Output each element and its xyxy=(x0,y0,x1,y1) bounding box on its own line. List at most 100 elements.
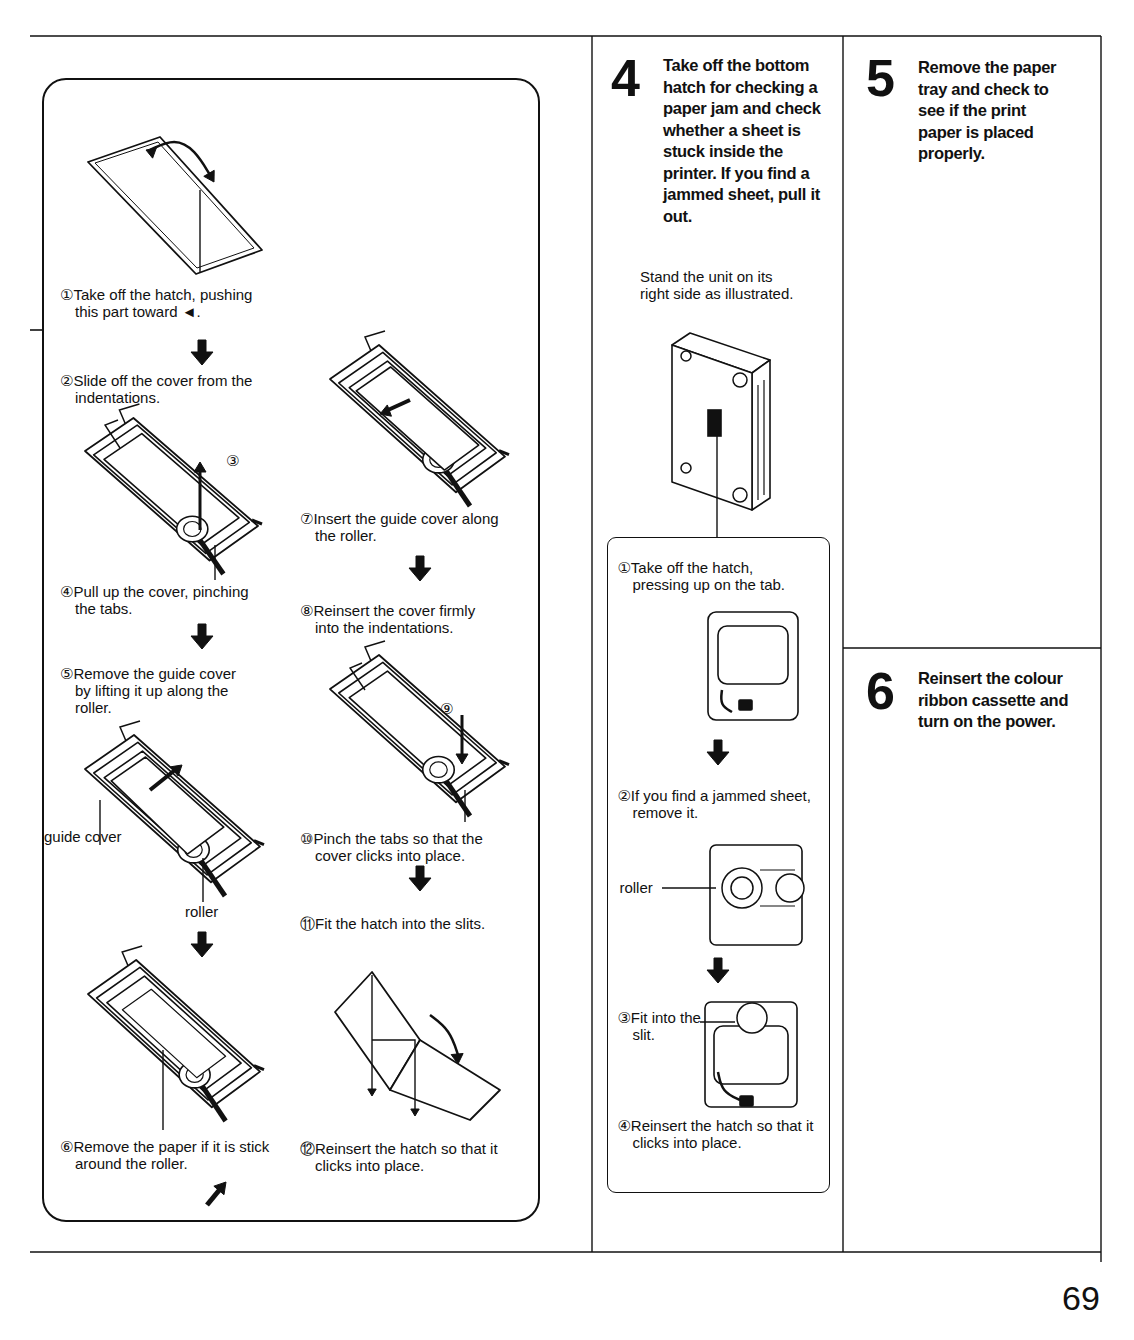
leader-line xyxy=(199,190,200,272)
tray-rim xyxy=(97,967,252,1100)
frame-line xyxy=(843,647,1101,648)
part-label: roller xyxy=(619,879,652,896)
printer-foot xyxy=(733,373,747,387)
roller-part xyxy=(760,905,795,906)
paper-tray xyxy=(330,655,505,802)
arrow-head xyxy=(368,1089,376,1096)
callout-number: ③ xyxy=(226,452,239,469)
indentation-leader xyxy=(350,663,365,690)
tray-tab xyxy=(365,331,385,351)
step-instruction: ③Fit into the slit. xyxy=(617,1009,716,1043)
step-instruction: ⑧Reinsert the cover firmly into the inde… xyxy=(300,602,495,636)
instruction-panel: ①Take off the hatch, pushing this part t… xyxy=(42,78,540,1222)
arrow-head xyxy=(214,1182,226,1195)
step-arrow xyxy=(191,340,213,365)
step-arrow xyxy=(409,556,431,581)
bottom-hatch xyxy=(705,1002,797,1107)
step-cell: 6 Reinsert the colour ribbon cassette and… xyxy=(843,648,1101,1253)
leader-line xyxy=(202,858,203,902)
hatch-location xyxy=(708,410,721,436)
leader-line xyxy=(214,545,215,580)
roller xyxy=(423,757,455,783)
step-arrow xyxy=(191,932,213,957)
tray-rim xyxy=(94,742,252,875)
step-cell: 5Remove the paper tray and check to see … xyxy=(843,35,1101,648)
cassette-slot xyxy=(757,385,758,500)
leader-line xyxy=(162,1050,163,1130)
tray-tab xyxy=(254,1066,264,1070)
leader-line xyxy=(464,790,465,822)
frame-line xyxy=(1100,36,1101,1262)
step-heading: Reinsert the colour ribbon cassette and … xyxy=(918,668,1086,733)
gear xyxy=(776,874,804,902)
bottom-hatch xyxy=(708,612,798,720)
hatch-frame xyxy=(390,1040,500,1120)
step-cell: 4 Take off the bottom hatch for checking … xyxy=(592,35,843,1253)
tray-tab xyxy=(120,721,140,741)
lift-arrow xyxy=(150,770,175,790)
step-instruction: ⑪Fit the hatch into the slits. xyxy=(300,915,520,932)
leader-line xyxy=(700,1021,735,1022)
hatch-window xyxy=(718,626,788,684)
motion-arrow xyxy=(721,690,732,712)
roller xyxy=(722,868,762,908)
step-number: 5 xyxy=(866,52,895,104)
sub-panel: ①Take off the hatch, pressing up on the … xyxy=(607,537,830,1193)
printer-foot xyxy=(681,463,691,473)
leader-line xyxy=(371,975,372,1090)
tray-rim xyxy=(339,352,497,485)
arrow-head xyxy=(451,1054,463,1064)
part-label: roller xyxy=(185,903,218,920)
cassette-slot xyxy=(763,380,764,495)
paper-tray xyxy=(88,960,260,1107)
frame-line xyxy=(842,36,843,1252)
tray-tab xyxy=(122,946,142,966)
roller-hub xyxy=(731,877,753,899)
step-instruction: ①Take off the hatch, pressing up on the … xyxy=(617,559,804,593)
tray-floor xyxy=(104,751,241,866)
tray-floor xyxy=(349,671,486,786)
note-text: Stand the unit on its right side as illu… xyxy=(640,268,800,302)
tray-floor xyxy=(349,361,486,476)
printer-front xyxy=(752,360,770,510)
step-instruction: ④Pull up the cover, pinching the tabs. xyxy=(60,583,255,617)
lift-arrow xyxy=(199,470,202,530)
step-heading: Take off the bottom hatch for checking a… xyxy=(663,55,835,227)
motion-arrow xyxy=(150,142,210,175)
tray-tab xyxy=(499,451,509,455)
hatch-tab xyxy=(739,700,752,710)
step-instruction: ⑦Insert the guide cover along the roller… xyxy=(300,510,515,544)
frame-line xyxy=(591,36,592,1252)
motion-arrow xyxy=(718,1072,740,1100)
printer-side xyxy=(672,345,752,510)
leader-line xyxy=(662,887,716,888)
printer-foot xyxy=(681,351,691,361)
step-arrow xyxy=(191,624,213,649)
roller-hub xyxy=(184,522,201,537)
hatch-edge xyxy=(95,142,254,268)
page-number: 69 xyxy=(1062,1280,1100,1316)
hatch-window xyxy=(714,1026,788,1084)
step-number: 6 xyxy=(866,665,895,717)
roller-part xyxy=(760,869,795,870)
callout-number: ⑨ xyxy=(440,700,453,717)
guide-cover xyxy=(356,367,479,470)
printer-foot xyxy=(733,488,747,502)
hatch xyxy=(88,137,262,274)
motion-arrow xyxy=(430,1015,458,1055)
step-number: 4 xyxy=(611,52,640,104)
leader-line xyxy=(372,1040,415,1110)
step-arrow xyxy=(707,740,729,765)
tray-rim xyxy=(339,662,497,795)
frame-line xyxy=(30,1251,1101,1253)
indentation-leader xyxy=(105,420,120,448)
push-arrow xyxy=(461,715,464,755)
step-instruction: ⑩Pinch the tabs so that the cover clicks… xyxy=(300,830,523,864)
tray-floor xyxy=(104,434,239,545)
part-label: guide cover xyxy=(44,828,122,845)
insert-arrow xyxy=(388,400,410,410)
tray-tab xyxy=(252,520,262,524)
arrow-head xyxy=(194,462,206,472)
